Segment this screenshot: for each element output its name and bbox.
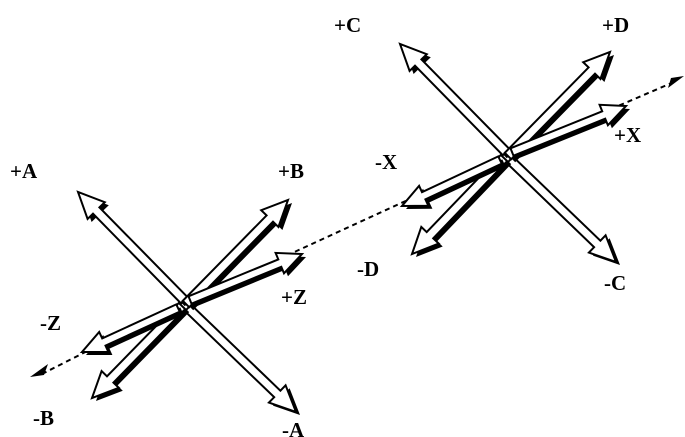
arrow-minus-x [399, 155, 506, 209]
arrow-plus-z [187, 251, 306, 307]
arrow-plus-c-body [398, 42, 511, 157]
arrow-plus-b-body [181, 198, 290, 309]
label-minus-c: -C [604, 271, 626, 295]
label-plus-b: +B [278, 159, 304, 183]
connector-arrowhead-left [30, 364, 48, 377]
label-plus-a: +A [10, 159, 38, 183]
label-plus-d: +D [602, 13, 629, 37]
label-plus-c: +C [334, 13, 361, 37]
frame-1-arrows [76, 190, 306, 415]
frame-1-labels: +A +B +Z -Z -B -A [10, 159, 307, 437]
arrow-minus-b-body [90, 301, 187, 400]
frame-2-labels: +C +D +X -X -D -C [334, 13, 641, 295]
arrow-plus-x-body [509, 103, 629, 158]
arrow-minus-d-body [410, 153, 509, 256]
arrow-minus-c [505, 155, 620, 265]
label-minus-x: -X [375, 150, 397, 174]
arrow-plus-d-body [503, 50, 612, 161]
arrow-minus-a-body [183, 303, 298, 414]
arrow-plus-z-body [187, 251, 305, 306]
arrow-plus-c [398, 42, 514, 159]
label-plus-z: +Z [281, 285, 307, 309]
arrow-plus-a-body [76, 190, 189, 305]
arrow-minus-b [90, 301, 190, 401]
arrow-minus-z [79, 303, 184, 355]
label-minus-z: -Z [40, 311, 61, 335]
arrow-minus-x-body [399, 155, 504, 208]
label-minus-d: -D [357, 257, 379, 281]
arrow-plus-b [181, 198, 292, 311]
arrow-minus-c-body [505, 155, 618, 264]
arrow-plus-d [503, 50, 614, 163]
label-minus-a: -A [282, 418, 305, 437]
arrow-minus-z-body [79, 303, 182, 353]
arrow-minus-d [410, 153, 512, 257]
arrow-plus-x [509, 103, 630, 159]
label-plus-x: +X [614, 123, 641, 147]
connector-arrowhead-right [668, 76, 684, 88]
label-minus-b: -B [33, 406, 54, 430]
arrow-plus-a [76, 190, 192, 307]
frame-2-arrows [398, 42, 630, 265]
arrow-minus-a [183, 303, 300, 415]
